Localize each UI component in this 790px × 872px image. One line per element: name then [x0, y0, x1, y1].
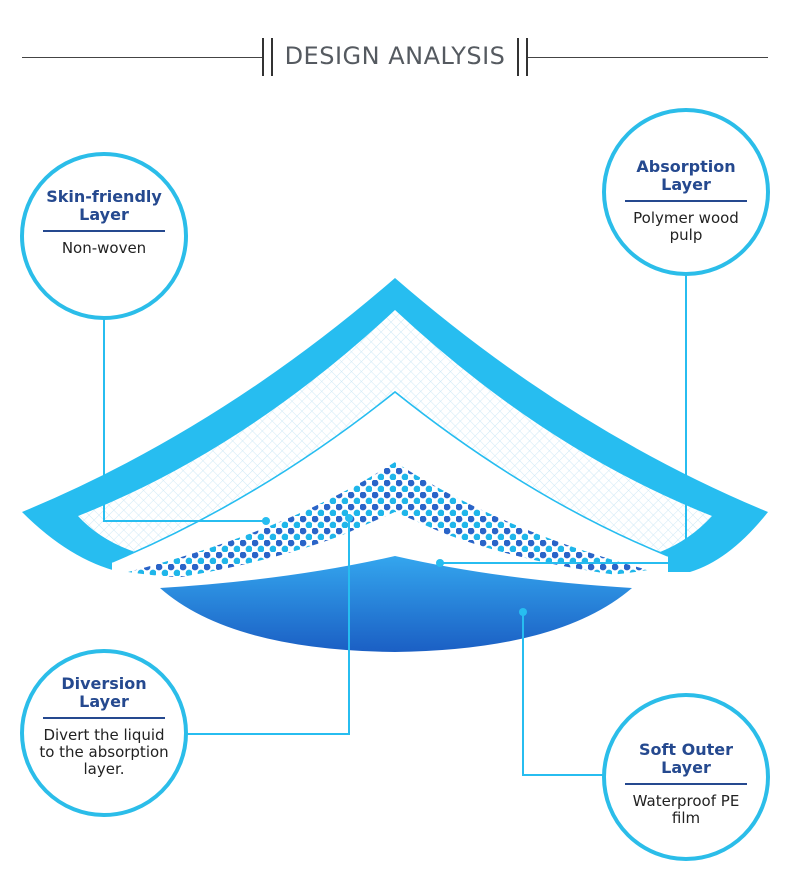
page-title: DESIGN ANALYSIS [284, 42, 506, 70]
bubble-divider [43, 230, 165, 232]
bubble-diversion: Diversion Layer Divert the liquid to the… [20, 649, 188, 817]
header-rule-left [22, 57, 262, 58]
bubble-title: Skin-friendly Layer [46, 187, 162, 224]
connector-skin [103, 316, 266, 522]
bubble-soft-outer: Soft Outer Layer Waterproof PE film [602, 693, 770, 861]
bubble-desc: Divert the liquid to the absorption laye… [39, 726, 169, 778]
header-bar-left-2 [271, 38, 273, 76]
connector-dot-absorption [436, 559, 444, 567]
bubble-absorption: Absorption Layer Polymer wood pulp [602, 108, 770, 276]
header-bar-right-2 [526, 38, 528, 76]
header-bar-left-1 [262, 38, 264, 76]
bubble-skin-friendly: Skin-friendly Layer Non-woven [20, 152, 188, 320]
connector-dot-diversion [345, 514, 353, 522]
diversion-layer [128, 462, 648, 579]
bubble-desc: Non-woven [61, 239, 147, 257]
bubble-desc: Waterproof PE film [632, 792, 740, 827]
connector-dot-skin [262, 517, 270, 525]
bubble-title: Diversion Layer [61, 674, 147, 711]
connector-dot-outer [519, 608, 527, 616]
connector-diversion [185, 518, 350, 735]
bubble-divider [625, 200, 747, 202]
outer-layer [160, 556, 632, 652]
bubble-title: Absorption Layer [636, 157, 736, 194]
header-rule-right [528, 57, 768, 58]
header-bar-right-1 [517, 38, 519, 76]
bubble-title: Soft Outer Layer [638, 740, 734, 777]
connector-absorption [440, 272, 687, 564]
connector-outer [522, 612, 606, 776]
bubble-divider [43, 717, 165, 719]
bubble-divider [625, 783, 747, 785]
bubble-desc: Polymer wood pulp [633, 209, 739, 244]
